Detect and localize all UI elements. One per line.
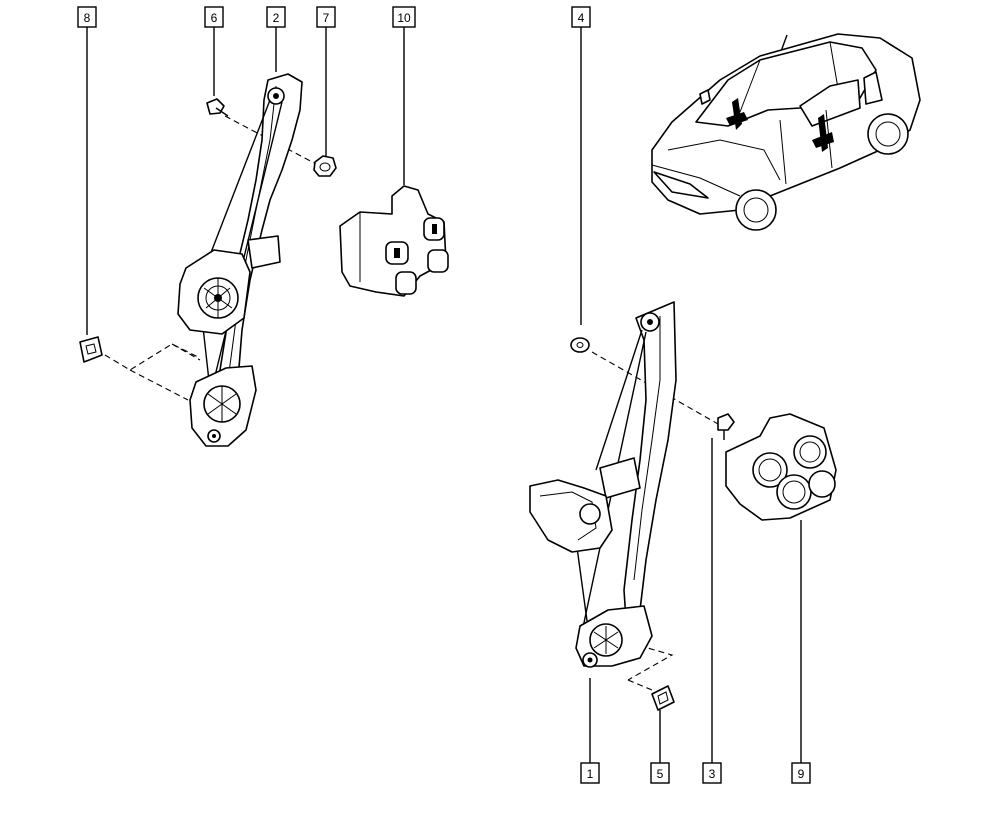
clip-part-8: [79, 336, 103, 363]
nut-part-7: [313, 155, 337, 177]
callout-4-label: 4: [578, 11, 585, 25]
callout-5: 5: [650, 762, 670, 784]
callout-5-label: 5: [657, 767, 664, 781]
callout-8-label: 8: [84, 11, 91, 25]
washer-part-4: [570, 337, 590, 353]
callout-2-label: 2: [273, 11, 280, 25]
bolt-part-6: [206, 98, 229, 117]
callout-9-label: 9: [798, 767, 805, 781]
window-regulator-front: [529, 301, 677, 668]
callout-9: 9: [791, 762, 811, 784]
callout-6-label: 6: [211, 11, 218, 25]
connector-boot-part-10: [339, 185, 449, 297]
callout-3: 3: [702, 762, 722, 784]
callout-8: 8: [77, 6, 97, 28]
callout-1-label: 1: [587, 767, 594, 781]
callout-10-label: 10: [397, 11, 411, 25]
clip-part-5: [651, 685, 675, 711]
callout-6: 6: [204, 6, 224, 28]
callout-3-label: 3: [709, 767, 716, 781]
car-location-illustration: [651, 33, 921, 231]
bolt-part-3: [717, 413, 735, 440]
leader-lines: [86, 27, 802, 763]
callout-10: 10: [392, 6, 416, 28]
window-regulator-rear: [177, 73, 303, 447]
callout-1: 1: [580, 762, 600, 784]
connector-boot-part-9: [725, 413, 837, 521]
callout-7: 7: [316, 6, 336, 28]
callout-2: 2: [266, 6, 286, 28]
callout-4: 4: [571, 6, 591, 28]
callout-7-label: 7: [323, 11, 330, 25]
